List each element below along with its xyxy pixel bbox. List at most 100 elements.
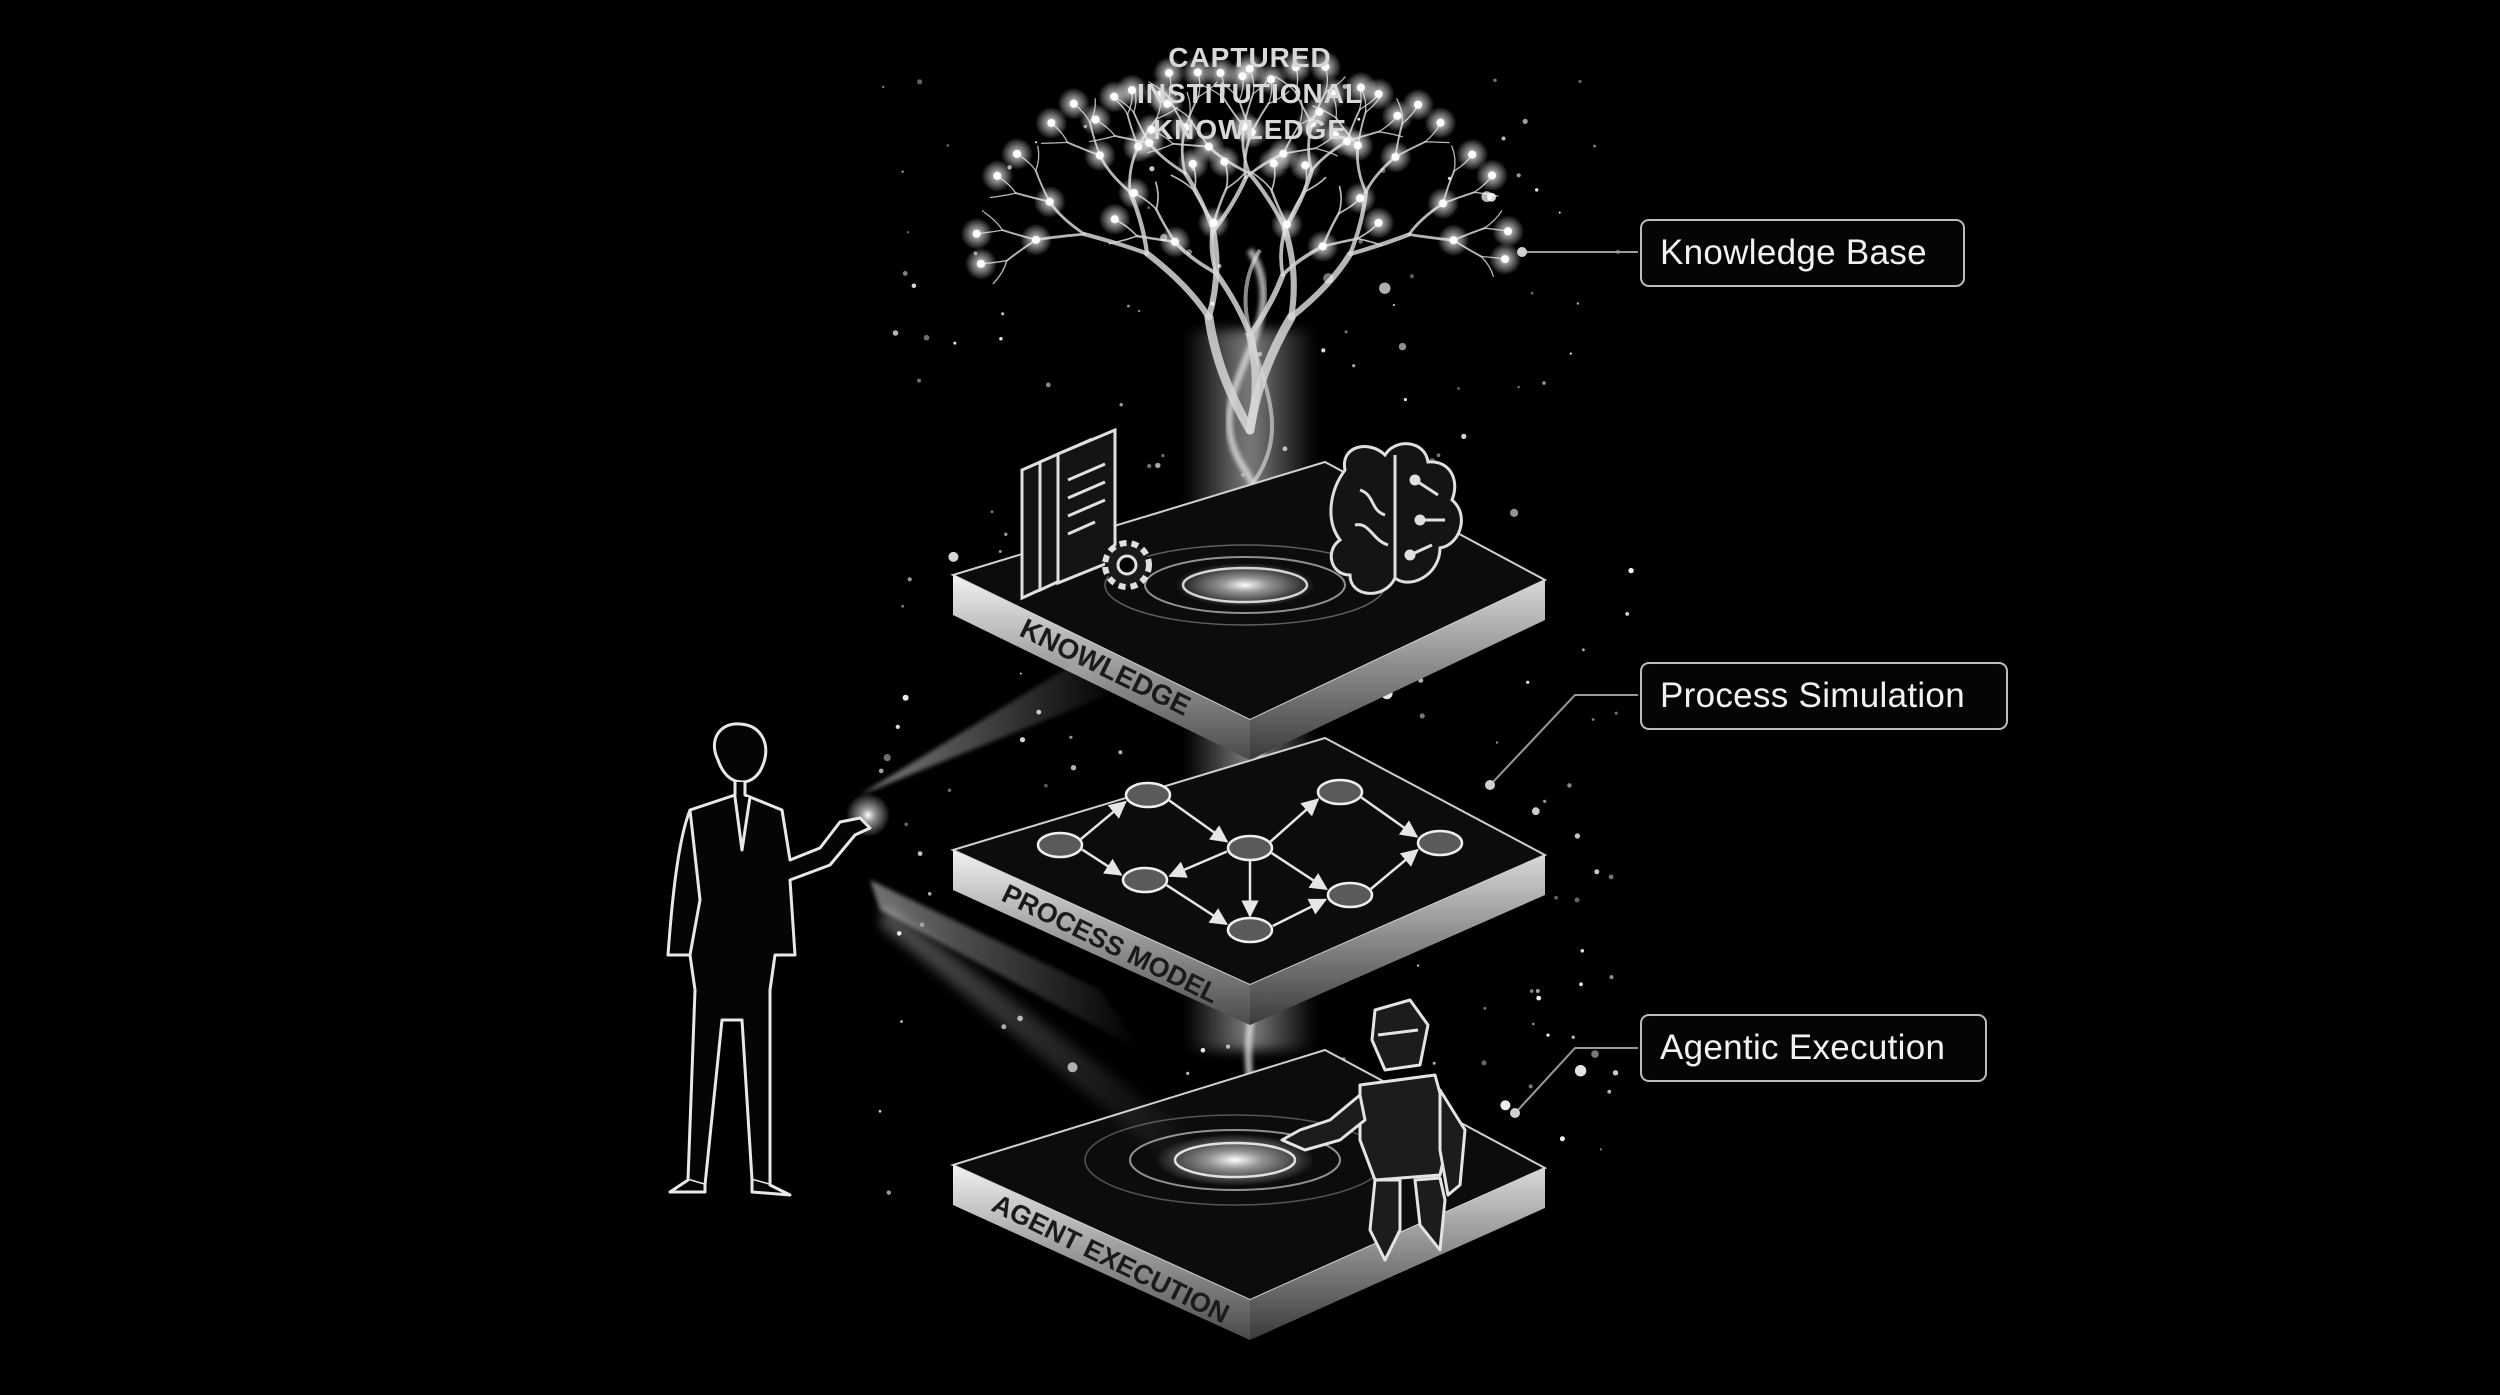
process-node	[1036, 831, 1084, 859]
sparkle	[1392, 303, 1395, 307]
tree-title-line: CAPTURED	[1168, 42, 1332, 73]
sparkle	[1210, 301, 1215, 306]
sparkle	[1282, 446, 1288, 452]
sparkle	[1019, 737, 1026, 743]
process-node	[1226, 834, 1274, 862]
sparkle	[1571, 1035, 1575, 1039]
sparkle	[1210, 224, 1213, 227]
glow-node-core	[1181, 123, 1190, 132]
process-node	[1416, 829, 1464, 857]
sparkle	[1225, 1044, 1231, 1049]
glow-node-core	[1220, 157, 1229, 166]
sparkle	[907, 577, 912, 582]
circuit-brain-icon	[1329, 442, 1463, 595]
glow-node-core	[1188, 159, 1197, 168]
sparkle	[1528, 1084, 1533, 1089]
tree-icon	[960, 50, 1525, 435]
glow-node-core	[1129, 188, 1138, 197]
glow-node-core	[1147, 125, 1156, 134]
sparkle	[1526, 680, 1530, 684]
process-edge	[1168, 850, 1228, 878]
glow-node-core	[1069, 99, 1078, 108]
sparkle	[906, 231, 910, 234]
knowledge-layer: KNOWLEDGE	[950, 427, 1548, 760]
sparkle	[1321, 348, 1326, 353]
glow-node-core	[1095, 151, 1104, 160]
glow-node-core	[1318, 242, 1327, 251]
agentic-execution-callout: Agentic Execution	[1640, 1014, 1987, 1082]
sparkle	[1535, 989, 1540, 993]
sparkle	[1447, 176, 1452, 181]
process-node	[1326, 881, 1374, 909]
sparkle	[1580, 949, 1585, 953]
sparkle	[981, 210, 985, 213]
sparkle	[1342, 84, 1348, 89]
sparkle	[1035, 141, 1038, 144]
process-edge	[1081, 848, 1123, 876]
process-graph-icon	[1036, 778, 1464, 944]
knowledge-base-callout: Knowledge Base	[1640, 219, 1965, 287]
glow-node-core	[1091, 115, 1100, 124]
glow-node-core	[1414, 100, 1423, 109]
sparkle	[917, 79, 923, 85]
sparkle	[1007, 165, 1012, 170]
sparkle	[1323, 273, 1334, 284]
sparkle	[1358, 239, 1363, 244]
glow-node-core	[1291, 63, 1300, 72]
glow-node-core	[1193, 68, 1202, 77]
sparkle	[1614, 711, 1618, 715]
sparkle	[1591, 718, 1595, 721]
sparkle	[1200, 1047, 1206, 1053]
sparkle	[1578, 79, 1582, 84]
process-edge	[1369, 848, 1419, 890]
sparkle	[1004, 532, 1008, 536]
sparkle	[1403, 398, 1407, 402]
sparkle	[1574, 833, 1581, 839]
sparkle	[1001, 312, 1005, 316]
sparkle	[1244, 332, 1247, 336]
sparkle	[1529, 989, 1534, 993]
sparkle	[1546, 1033, 1550, 1037]
sparkle	[1127, 304, 1130, 308]
glow-node-core	[1127, 86, 1136, 95]
sparkle	[1155, 462, 1161, 469]
sparkle	[1612, 1070, 1619, 1076]
robot-icon	[1280, 998, 1467, 1262]
sparkle	[1083, 124, 1088, 129]
sparkle	[998, 550, 1002, 553]
sparkle	[1576, 302, 1580, 305]
tree-title-line: INSTITUTIONAL	[1136, 78, 1364, 109]
sparkle	[927, 892, 932, 896]
sparkle	[1579, 982, 1583, 987]
sparkle	[1628, 567, 1634, 574]
sparkle	[953, 341, 957, 345]
sparkle	[1531, 807, 1540, 816]
glow-node-core	[1327, 89, 1336, 98]
process-node	[1226, 916, 1274, 944]
sparkle	[1161, 454, 1165, 458]
vortex-icon	[1104, 544, 1386, 626]
glow-node-core	[1321, 62, 1330, 71]
glow-node-core	[1308, 119, 1317, 128]
glow-node-core	[1031, 235, 1040, 244]
sparkle	[901, 604, 904, 608]
sparkle	[1147, 463, 1152, 469]
process-edge	[1272, 898, 1328, 928]
sparkle	[1542, 381, 1546, 385]
process-edge	[1269, 798, 1320, 843]
sparkle	[1160, 233, 1168, 242]
sparkle	[1608, 874, 1614, 880]
sparkle	[946, 144, 949, 147]
sparkle	[1609, 975, 1614, 980]
tree-title-line: KNOWLEDGE	[1152, 114, 1348, 145]
sparkle	[947, 788, 952, 793]
sparkle	[1543, 799, 1547, 804]
agent-execution-layer: AGENT EXECUTION	[950, 998, 1548, 1340]
glow-node-core	[1391, 152, 1400, 161]
sparkle	[882, 85, 885, 89]
sparkle	[1147, 206, 1150, 210]
sparkle	[892, 330, 899, 336]
sparkle	[1044, 783, 1048, 788]
sparkle	[1344, 330, 1348, 334]
glow-node-core	[972, 229, 981, 238]
